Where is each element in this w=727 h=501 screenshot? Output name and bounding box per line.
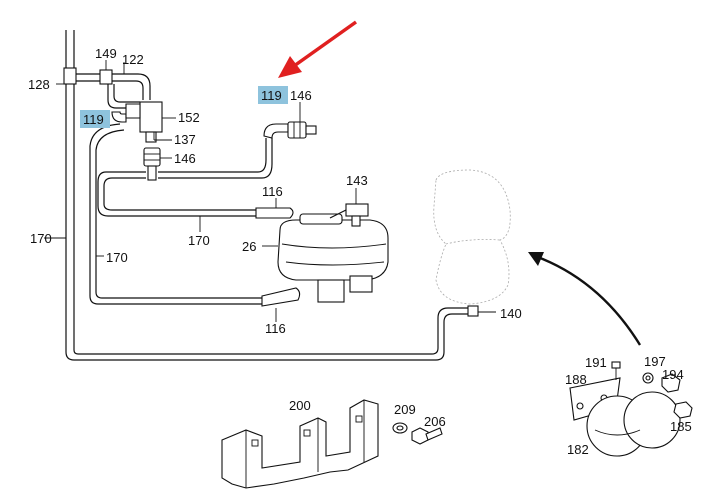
leader-lines [44, 60, 496, 322]
label-119-top: 119 [261, 88, 282, 103]
label-146-mid: 146 [174, 151, 196, 166]
label-119-left: 119 [83, 112, 104, 127]
fitting-143 [329, 203, 369, 227]
label-140: 140 [500, 306, 522, 321]
highlight-119-top [258, 86, 288, 104]
bolt-206 [411, 427, 443, 445]
elbow-119-top [263, 121, 317, 139]
vacuum-pump-26 [277, 213, 389, 303]
label-149: 149 [95, 46, 117, 61]
label-128: 128 [28, 77, 50, 92]
label-116-top: 116 [262, 184, 283, 199]
label-152: 152 [178, 110, 200, 125]
label-185: 185 [670, 419, 692, 434]
label-26: 26 [242, 239, 256, 254]
label-209: 209 [394, 402, 416, 417]
label-188: 188 [565, 372, 587, 387]
bracket-200 [221, 399, 379, 489]
connector-128 [63, 67, 77, 85]
reference-arrow [528, 252, 642, 346]
reservoir-outline [433, 169, 511, 305]
label-137: 137 [174, 132, 196, 147]
reservoir-assembly [569, 361, 693, 457]
hose-end-116-top [255, 207, 294, 219]
label-194: 194 [662, 367, 684, 382]
hose-network [63, 30, 470, 361]
connector-140 [467, 305, 479, 317]
check-valve-146 [143, 147, 161, 181]
label-206: 206 [424, 414, 446, 429]
label-170-left: 170 [30, 231, 52, 246]
label-197: 197 [644, 354, 666, 369]
label-122: 122 [122, 52, 144, 67]
label-116-bottom: 116 [265, 321, 286, 336]
valve-152 [125, 101, 163, 143]
red-indicator-arrow [278, 20, 358, 78]
washer-209 [392, 422, 408, 434]
label-182: 182 [567, 442, 589, 457]
label-170-mid: 170 [188, 233, 210, 248]
label-146-top: 146 [290, 88, 312, 103]
label-170-inner: 170 [106, 250, 128, 265]
label-191: 191 [585, 355, 607, 370]
tee-149 [99, 69, 113, 85]
hose-end-116-bottom [261, 287, 301, 307]
label-143: 143 [346, 173, 368, 188]
part-labels: 128 149 122 119 152 137 146 119 146 143 … [28, 46, 692, 457]
label-200: 200 [289, 398, 311, 413]
highlight-119-left [80, 110, 110, 128]
